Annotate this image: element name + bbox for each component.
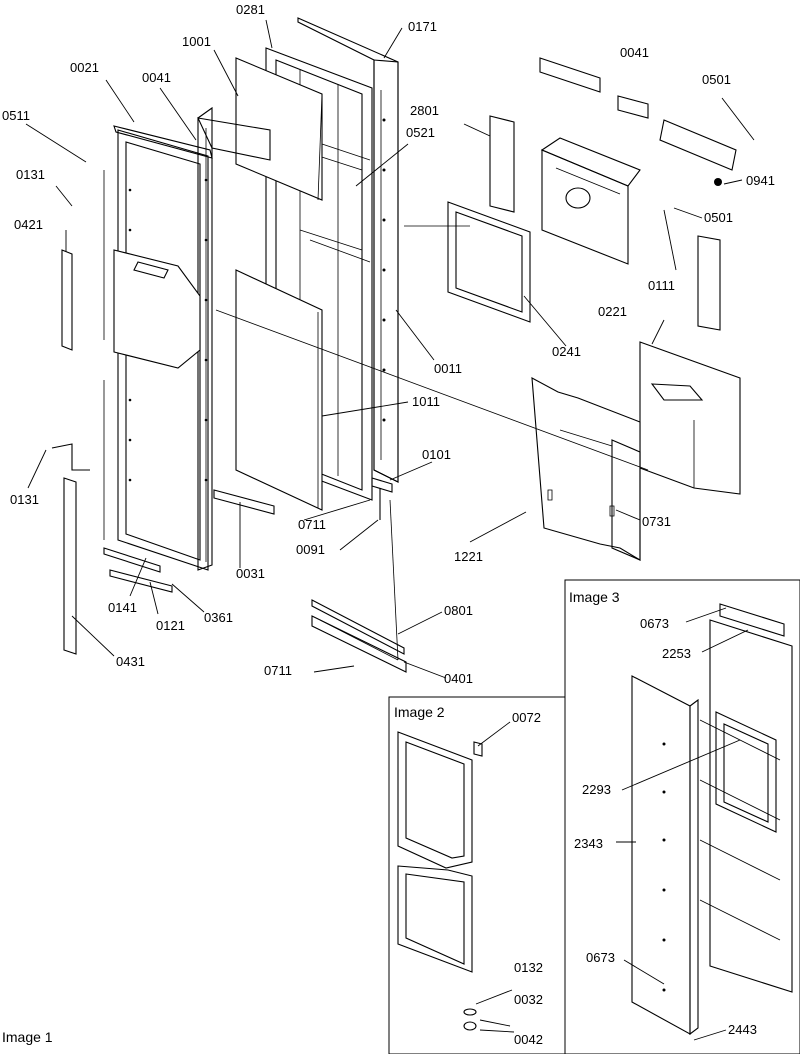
label-0501: 0501 xyxy=(702,72,731,87)
label-0731: 0731 xyxy=(642,514,671,529)
block-0041 xyxy=(617,95,649,119)
inset-title-image-1: Image 1 xyxy=(2,1029,53,1045)
housing-0221 xyxy=(639,341,741,495)
label-0101: 0101 xyxy=(422,447,451,462)
bracket-0361 xyxy=(109,569,173,593)
bracket-0141 xyxy=(103,547,161,573)
label-0221: 0221 xyxy=(598,304,627,319)
label-0801: 0801 xyxy=(444,603,473,618)
label-0132: 0132 xyxy=(514,960,543,975)
label-1011: 1011 xyxy=(412,394,440,409)
label-2293: 2293 xyxy=(582,782,611,797)
label-0711: 0711 xyxy=(264,663,292,678)
label-0011: 0011 xyxy=(434,361,462,376)
evaporator-housing xyxy=(540,137,641,265)
label-2343: 2343 xyxy=(574,836,603,851)
inset-image-2 xyxy=(388,696,566,1054)
hinge-0101 xyxy=(371,477,393,493)
label-0131: 0131 xyxy=(10,492,39,507)
label-1001: 1001 xyxy=(182,34,211,49)
part-labels: 0281 0171 1001 0021 0041 0041 0501 0511 … xyxy=(2,2,775,1047)
main-assembly xyxy=(51,17,741,673)
label-0501: 0501 xyxy=(704,210,733,225)
label-0431: 0431 xyxy=(116,654,145,669)
label-0131: 0131 xyxy=(16,167,45,182)
label-0091: 0091 xyxy=(296,542,325,557)
label-2801: 2801 xyxy=(410,103,439,118)
label-0072: 0072 xyxy=(512,710,541,725)
label-0673: 0673 xyxy=(586,950,615,965)
leader-lines xyxy=(25,19,755,679)
label-2253: 2253 xyxy=(662,646,691,661)
label-0042: 0042 xyxy=(514,1032,543,1047)
bracket-0801 xyxy=(311,599,405,655)
panel-1011 xyxy=(235,269,323,511)
trim-0031 xyxy=(213,489,275,515)
label-0121: 0121 xyxy=(156,618,185,633)
panel-1001 xyxy=(235,57,323,201)
trim-0431 xyxy=(63,477,77,655)
label-0511: 0511 xyxy=(2,108,30,123)
front-frame xyxy=(103,125,213,571)
block-2801 xyxy=(489,115,515,213)
label-0141: 0141 xyxy=(108,600,137,615)
inset-image-3 xyxy=(564,579,800,1054)
label-0032: 0032 xyxy=(514,992,543,1007)
label-0241: 0241 xyxy=(552,344,581,359)
block-0111 xyxy=(697,235,721,331)
label-0673: 0673 xyxy=(640,616,669,631)
label-0031: 0031 xyxy=(236,566,265,581)
label-0711: 0711 xyxy=(298,517,326,532)
panel-0731 xyxy=(531,377,641,561)
label-0111: 0111 xyxy=(648,278,675,293)
label-0521: 0521 xyxy=(406,125,435,140)
label-0021: 0021 xyxy=(70,60,99,75)
label-0401: 0401 xyxy=(444,671,473,686)
frame-0241 xyxy=(447,201,531,323)
inset-title-image-2: Image 2 xyxy=(394,704,445,720)
bar-top xyxy=(539,57,601,93)
inset-title-image-3: Image 3 xyxy=(569,589,620,605)
label-1221: 1221 xyxy=(454,549,483,564)
label-2443: 2443 xyxy=(728,1022,757,1037)
bracket-0501 xyxy=(659,119,737,171)
bracket-0401 xyxy=(311,615,407,673)
label-0281: 0281 xyxy=(236,2,265,17)
label-0041: 0041 xyxy=(620,45,649,60)
trim-0421 xyxy=(61,249,73,351)
label-0361: 0361 xyxy=(204,610,233,625)
label-0171: 0171 xyxy=(408,19,437,34)
label-0421: 0421 xyxy=(14,217,43,232)
label-0041: 0041 xyxy=(142,70,171,85)
label-0941: 0941 xyxy=(746,173,775,188)
